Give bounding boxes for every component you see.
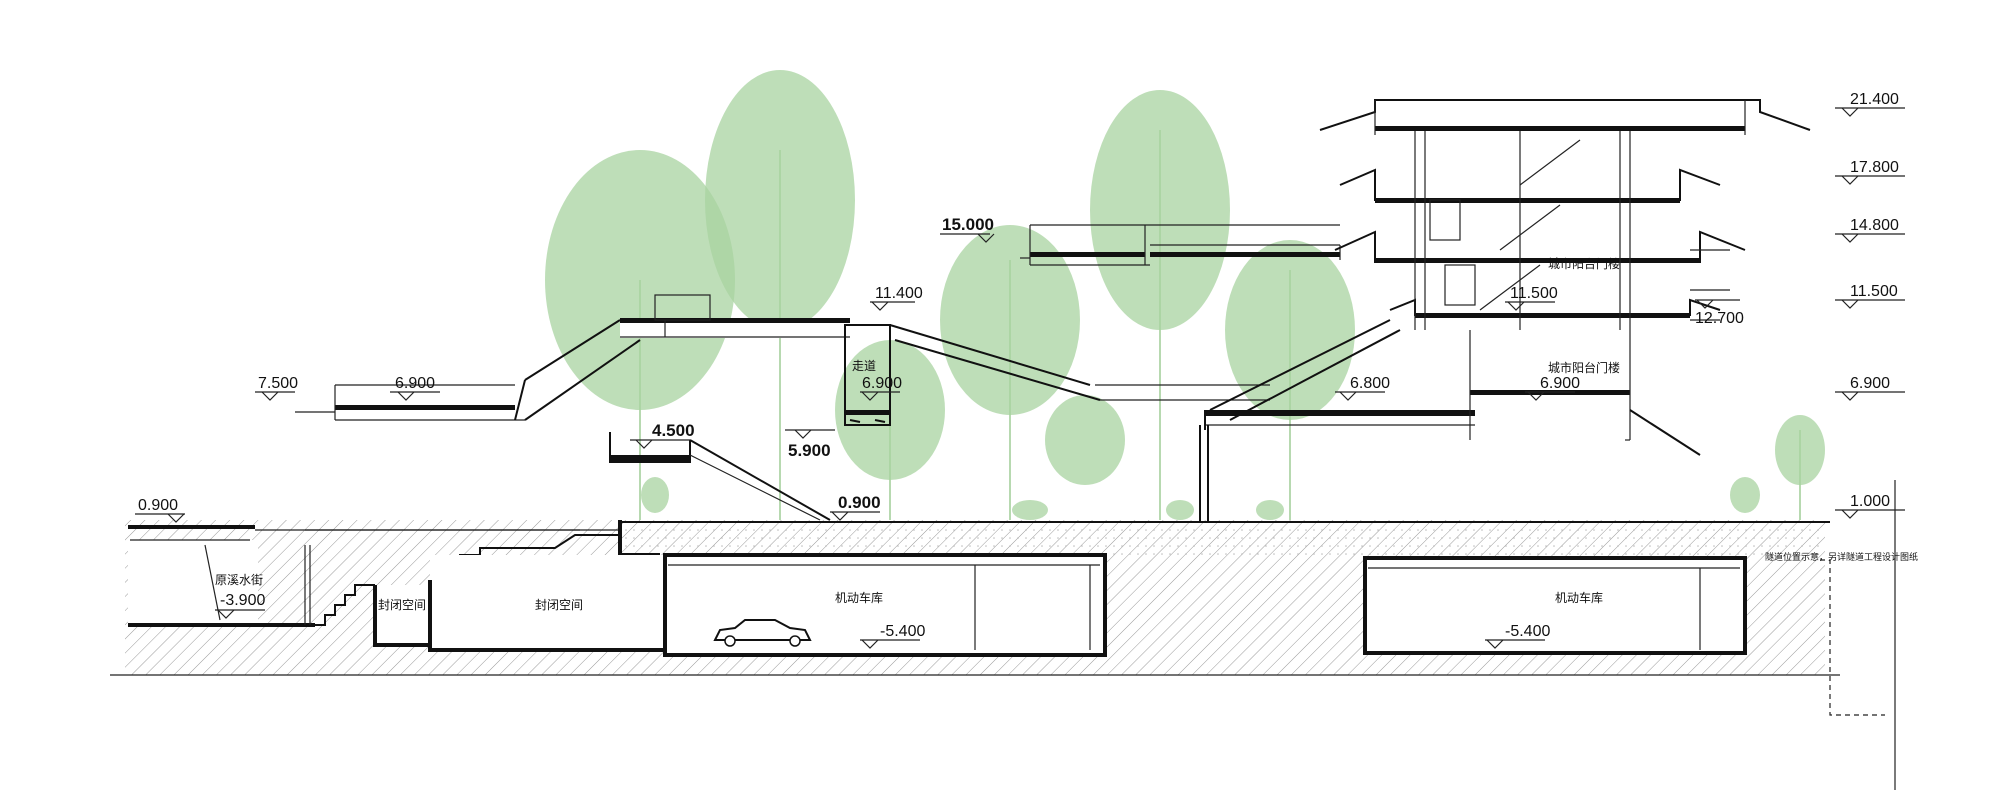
- tree-canopy: [1045, 395, 1125, 485]
- room-labels: 原溪水街 封闭空间 封闭空间 机动车库 机动车库 走道 城市阳台门楼 城市阳台门…: [215, 256, 1918, 612]
- tree-canopy: [1775, 415, 1825, 485]
- elevation-7500: 7.500: [258, 375, 298, 392]
- elevation-21400: 21.400: [1850, 91, 1899, 108]
- stair-bridge-left: [524, 294, 850, 421]
- elevation-6900: 6.900: [1850, 375, 1890, 392]
- shrub: [1012, 500, 1048, 520]
- elevation-0900-left: 0.900: [138, 497, 178, 514]
- elevation-14800: 14.800: [1850, 217, 1899, 234]
- elevation-12700: 12.700: [1695, 310, 1744, 327]
- tree-canopy: [1090, 90, 1230, 330]
- car-icon: [713, 619, 812, 647]
- shrub: [641, 477, 669, 513]
- underground-rooms: [373, 553, 1747, 657]
- elevation-minus-5400-a: -5.400: [880, 623, 925, 640]
- elevation-markers-inline: 7.500 6.900 0.900 4.500 0.900 5.900 11.4…: [135, 215, 1744, 649]
- elevation-6900-walk: 6.900: [862, 375, 902, 392]
- elevation-11500-mid: 11.500: [1510, 285, 1558, 302]
- shrub: [1730, 477, 1760, 513]
- tree-canopy: [545, 150, 735, 410]
- label-tunnel-note: 隧道位置示意，另详隧道工程设计图纸: [1765, 551, 1918, 563]
- elevation-markers-right: 21.400 17.800 14.800 11.500 6.900 1.000: [1835, 91, 1905, 519]
- label-walkway: 走道: [852, 359, 876, 373]
- shrub: [1256, 500, 1284, 520]
- tree-canopy: [705, 70, 855, 330]
- elevation-15000: 15.000: [942, 215, 994, 234]
- tunnel-outline: [1820, 559, 1885, 716]
- label-garage-2: 机动车库: [1555, 590, 1603, 605]
- elevation-minus-3900: -3.900: [220, 592, 265, 609]
- label-gatehouse-lower: 城市阳台门楼: [1548, 360, 1620, 375]
- elevation-11500: 11.500: [1850, 283, 1898, 300]
- elevation-0900-mid: 0.900: [838, 493, 881, 512]
- elevation-4500: 4.500: [652, 421, 695, 440]
- lower-landing: [609, 432, 831, 521]
- gatehouse-tower: [1319, 99, 1811, 456]
- tree-canopy: [940, 225, 1080, 415]
- elevation-17800: 17.800: [1850, 159, 1899, 176]
- label-waterside-street: 原溪水街: [215, 573, 263, 587]
- shrub: [1166, 500, 1194, 520]
- background-trees: [545, 70, 1825, 520]
- label-gatehouse-upper: 城市阳台门楼: [1548, 256, 1620, 271]
- label-closed-space-1: 封闭空间: [378, 598, 426, 612]
- left-terrace: [295, 379, 526, 421]
- elevation-6900-left: 6.900: [395, 375, 435, 392]
- label-closed-space-2: 封闭空间: [535, 598, 583, 612]
- elevation-11400: 11.400: [875, 285, 923, 302]
- tree-canopy: [1225, 240, 1355, 420]
- label-garage-1: 机动车库: [835, 590, 883, 605]
- elevation-1000: 1.000: [1850, 493, 1890, 510]
- walkway-pier: [844, 324, 891, 426]
- elevation-minus-5400-b: -5.400: [1505, 623, 1550, 640]
- roof-deck-15000: [1020, 224, 1341, 266]
- elevation-6900-tower: 6.900: [1540, 375, 1580, 392]
- elevation-5900: 5.900: [788, 441, 831, 460]
- elevation-6800: 6.800: [1350, 375, 1390, 392]
- stair-bridge-right: [889, 319, 1475, 522]
